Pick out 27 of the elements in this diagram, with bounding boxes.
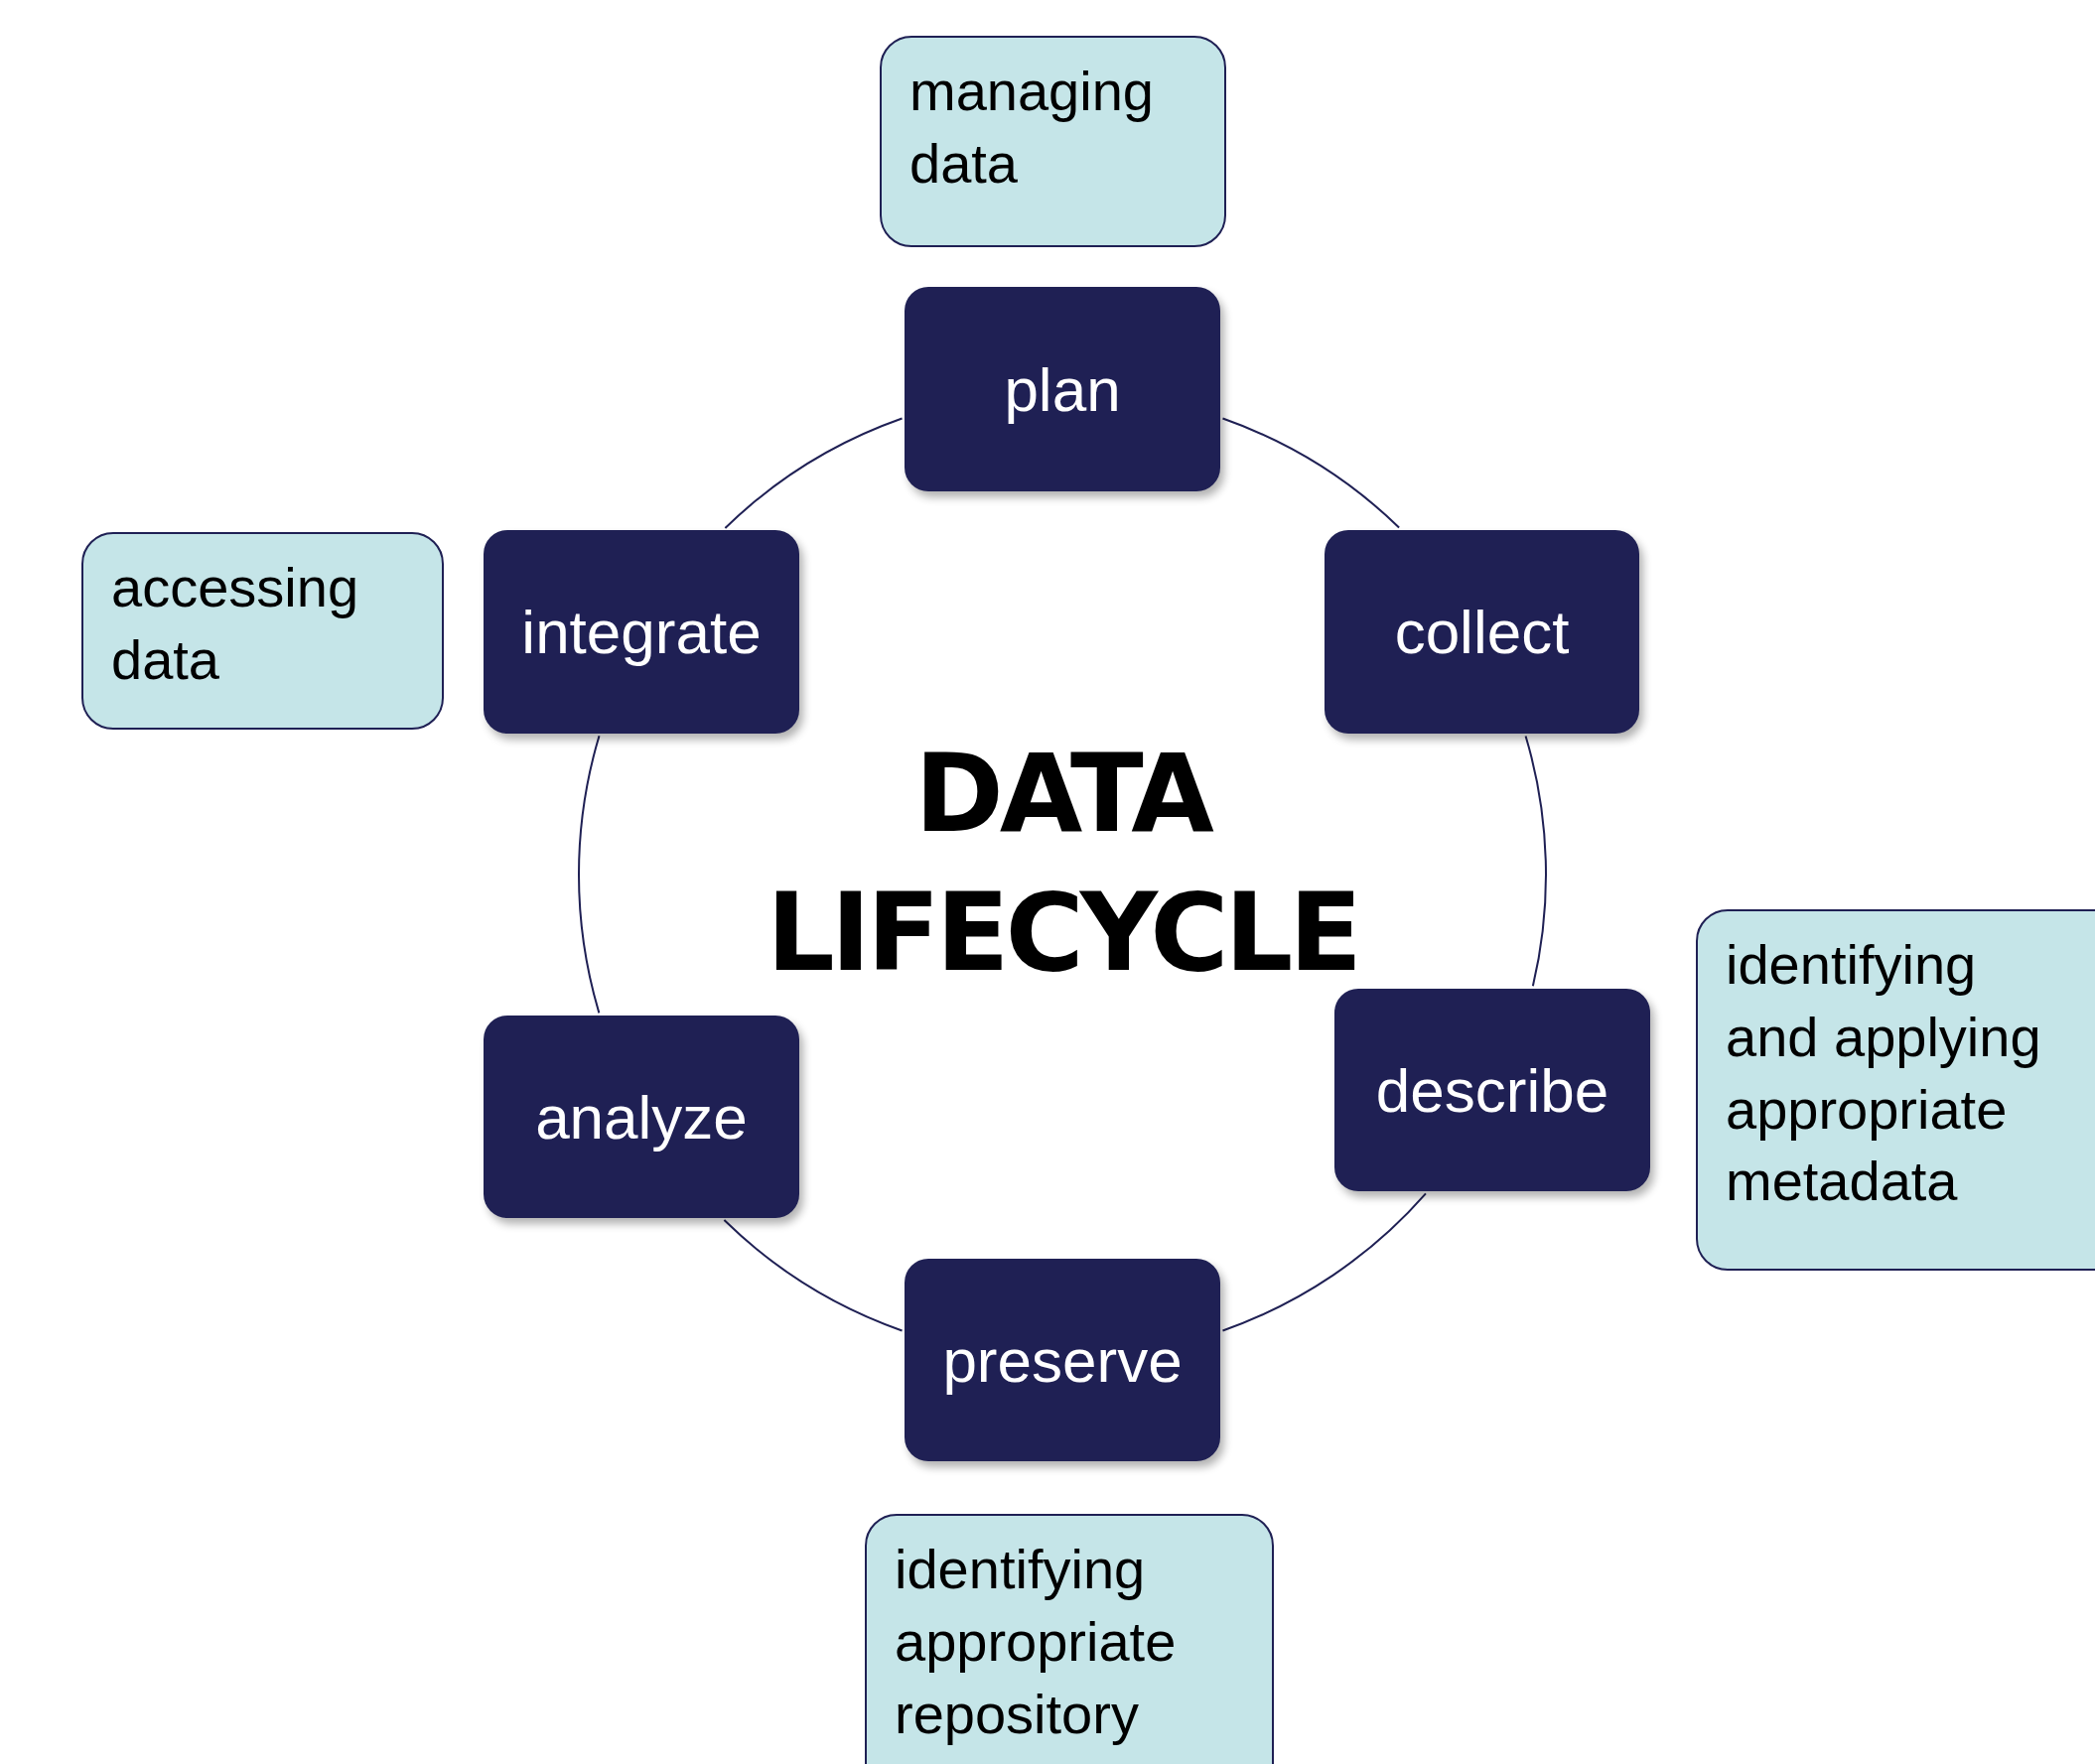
note-box: [1696, 909, 2095, 1271]
note-text: identifying and applying appropriate metadata: [1726, 932, 2042, 1215]
diagram-title: DATA LIFECYCLE: [766, 731, 1359, 998]
cycle-arc: [1221, 417, 1401, 529]
stage-box: [905, 1259, 1220, 1461]
note-text: accessing data: [111, 555, 360, 693]
stage-box: [484, 530, 799, 734]
stage-label: preserve: [942, 1324, 1183, 1396]
stage-label: collect: [1394, 597, 1570, 667]
cycle-arc: [1221, 1192, 1427, 1332]
stage-label: describe: [1375, 1054, 1609, 1126]
note-box: [880, 36, 1226, 247]
cycle-arc: [578, 735, 601, 1015]
cycle-arc: [723, 1219, 904, 1332]
stage-label: integrate: [521, 597, 762, 667]
stage-box: [905, 287, 1220, 491]
stage-box: [484, 1016, 799, 1218]
cycle-arc: [724, 417, 904, 529]
cycle-arc: [1524, 735, 1547, 988]
stage-box: [1334, 989, 1650, 1191]
stage-label: analyze: [535, 1081, 748, 1153]
stage-label: plan: [1004, 353, 1121, 425]
note-box: [865, 1514, 1274, 1764]
stage-box: [1325, 530, 1639, 734]
note-text: managing data: [909, 59, 1155, 197]
note-box: [81, 532, 444, 730]
note-text: identifying appropriate repository: [895, 1537, 1178, 1747]
